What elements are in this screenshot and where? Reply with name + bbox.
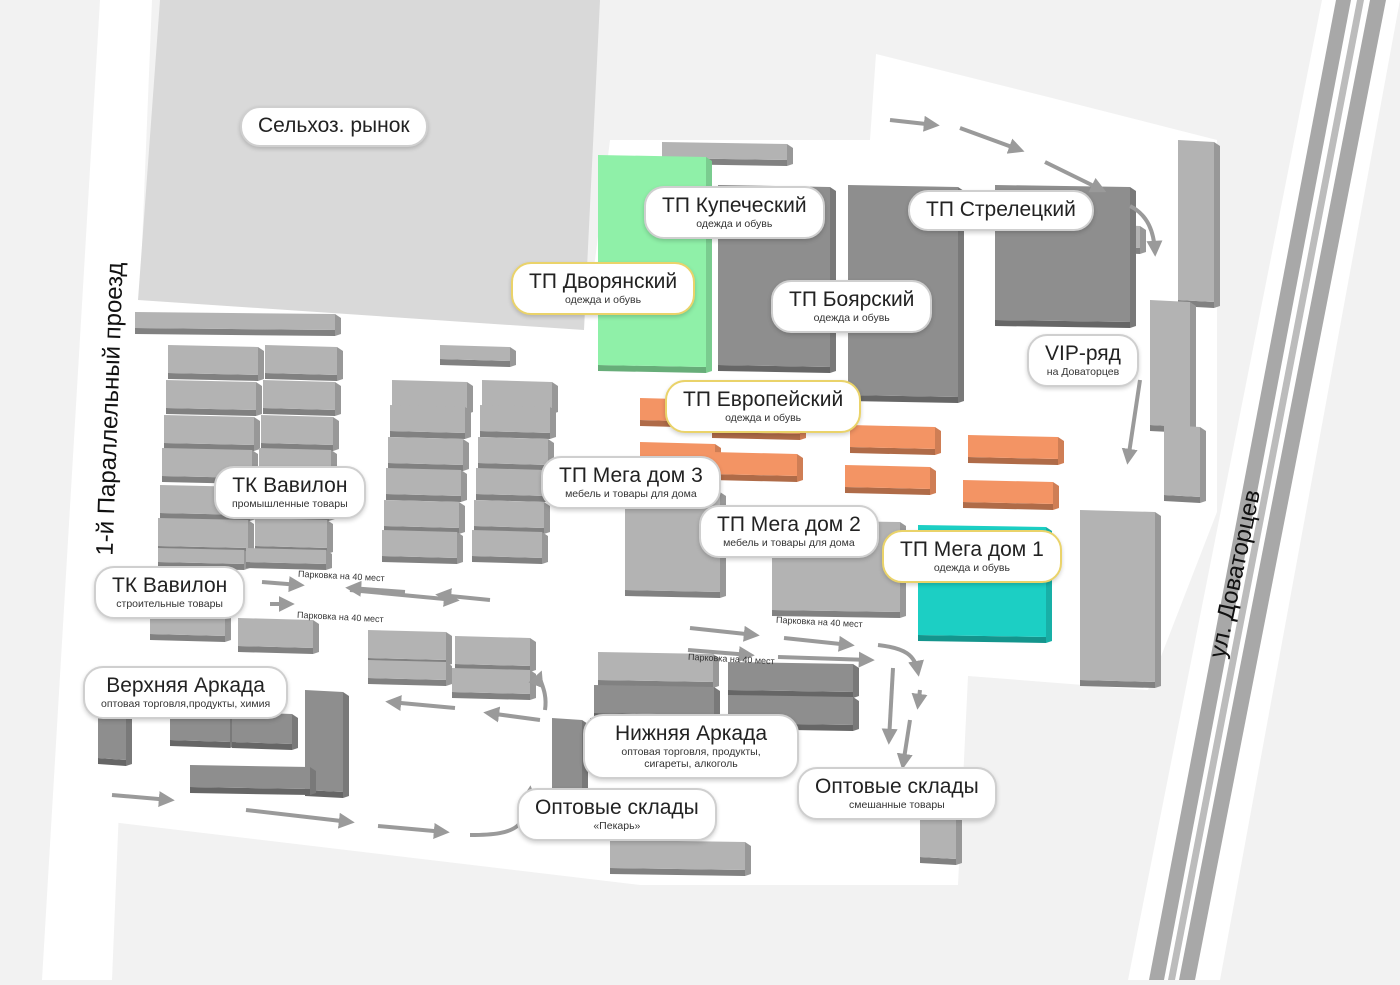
tp-evropeyskiy-row bbox=[963, 480, 1059, 510]
verkhnyaya-arkada bbox=[232, 712, 298, 750]
pavilion bbox=[474, 500, 550, 534]
building bbox=[440, 345, 516, 367]
label-tk-vavilon-prom[interactable]: ТК Вавилон промышленные товары bbox=[214, 466, 366, 519]
pavilion bbox=[263, 380, 341, 416]
label-subtitle: одежда и обувь bbox=[813, 312, 890, 324]
pavilion bbox=[480, 405, 556, 439]
label-subtitle: на Доваторцев bbox=[1046, 366, 1120, 378]
label-subtitle: оптовая торговля, продукты, сигареты, ал… bbox=[621, 746, 761, 770]
label-optovye-sklady-pekar[interactable]: Оптовые склады «Пекарь» bbox=[517, 788, 717, 841]
pavilion bbox=[476, 468, 552, 502]
label-subtitle: «Пекарь» bbox=[593, 820, 641, 832]
label-optovye-sklady-mixed[interactable]: Оптовые склады смешанные товары bbox=[797, 767, 997, 820]
label-tp-streletskiy[interactable]: ТП Стрелецкий bbox=[908, 190, 1094, 231]
tp-mega-dom-3 bbox=[625, 490, 726, 598]
label-title: Оптовые склады bbox=[815, 775, 979, 798]
pavilion bbox=[168, 345, 264, 381]
tp-evropeyskiy-row bbox=[712, 452, 803, 482]
pavilion bbox=[265, 345, 343, 381]
label-tp-boyarskiy[interactable]: ТП Боярский одежда и обувь bbox=[771, 280, 933, 333]
pavilion bbox=[388, 437, 469, 471]
pavilion bbox=[166, 380, 262, 416]
label-title: ТП Европейский bbox=[683, 388, 844, 411]
label-title: ТП Стрелецкий bbox=[926, 198, 1076, 221]
label-title: Оптовые склады bbox=[535, 796, 699, 819]
label-subtitle: одежда и обувь bbox=[933, 562, 1010, 574]
label-title: VIP-ряд bbox=[1045, 342, 1121, 365]
label-vip-ryad[interactable]: VIP-ряд на Доваторцев bbox=[1027, 334, 1139, 387]
label-subtitle: промышленные товары bbox=[232, 498, 348, 510]
building bbox=[135, 312, 341, 336]
pavilion bbox=[246, 548, 332, 570]
label-subtitle: одежда и обувь bbox=[565, 294, 642, 306]
label-subtitle: одежда и обувь bbox=[696, 218, 773, 230]
label-title: ТП Мега дом 2 bbox=[717, 513, 861, 536]
traffic-arrows bbox=[111, 115, 1163, 839]
pavilion bbox=[261, 415, 339, 451]
label-title: Нижняя Аркада bbox=[614, 722, 768, 745]
building bbox=[1150, 300, 1196, 433]
tp-evropeyskiy-row bbox=[850, 425, 941, 455]
pavilion bbox=[455, 636, 536, 672]
label-tp-mega-dom-3[interactable]: ТП Мега дом 3 мебель и товары для дома bbox=[541, 456, 721, 509]
building bbox=[1178, 140, 1220, 308]
label-tp-mega-dom-2[interactable]: ТП Мега дом 2 мебель и товары для дома bbox=[699, 505, 879, 558]
verkhnyaya-arkada bbox=[190, 765, 316, 795]
label-verkhnyaya-arkada[interactable]: Верхняя Аркада оптовая торговля,продукты… bbox=[83, 666, 289, 719]
pavilion bbox=[452, 668, 536, 700]
label-title: ТК Вавилон bbox=[232, 474, 348, 497]
label-tp-mega-dom-1[interactable]: ТП Мега дом 1 одежда и обувь bbox=[882, 530, 1062, 583]
label-title: ТП Боярский bbox=[789, 288, 915, 311]
pavilion bbox=[384, 500, 465, 534]
label-title: ТП Дворянский bbox=[529, 270, 678, 293]
pavilion bbox=[164, 415, 260, 451]
optovye-sklady-pekar bbox=[610, 840, 751, 876]
label-tp-kupecheskiy[interactable]: ТП Купеческий одежда и обувь bbox=[644, 186, 825, 239]
label-title: ТК Вавилон bbox=[112, 574, 228, 597]
building bbox=[1164, 425, 1206, 503]
label-title: ТП Мега дом 3 bbox=[559, 464, 703, 487]
label-tk-vavilon-stroy[interactable]: ТК Вавилон строительные товары bbox=[94, 566, 246, 619]
label-subtitle: строительные товары bbox=[116, 598, 223, 610]
label-title: Верхняя Аркада bbox=[106, 674, 265, 697]
label-selkhoz-rynok[interactable]: Сельхоз. рынок bbox=[240, 106, 428, 147]
selkhoz-area bbox=[138, 0, 600, 330]
label-title: ТП Купеческий bbox=[662, 194, 807, 217]
tp-evropeyskiy-row bbox=[845, 465, 936, 495]
label-title: Сельхоз. рынок bbox=[258, 114, 410, 137]
label-tp-dvoryanskiy[interactable]: ТП Дворянский одежда и обувь bbox=[511, 262, 696, 315]
label-tp-evropeyskiy[interactable]: ТП Европейский одежда и обувь bbox=[665, 380, 862, 433]
label-subtitle: одежда и обувь bbox=[725, 412, 802, 424]
pavilion bbox=[472, 530, 548, 564]
pavilion bbox=[390, 405, 471, 439]
pavilion bbox=[386, 468, 467, 502]
building bbox=[662, 142, 793, 166]
label-subtitle: мебель и товары для дома bbox=[565, 488, 697, 500]
label-subtitle: смешанные товары bbox=[849, 799, 945, 811]
pavilion bbox=[238, 618, 319, 654]
east-road bbox=[1128, 0, 1400, 980]
label-subtitle: оптовая торговля,продукты, химия bbox=[101, 698, 271, 710]
tp-evropeyskiy-row bbox=[968, 435, 1064, 465]
label-nizhnyaya-arkada[interactable]: Нижняя Аркада оптовая торговля, продукты… bbox=[583, 714, 799, 779]
label-subtitle: мебель и товары для дома bbox=[723, 537, 855, 549]
label-title: ТП Мега дом 1 bbox=[900, 538, 1044, 561]
pavilion bbox=[382, 530, 463, 564]
pavilion bbox=[368, 660, 452, 686]
nizhnyaya-arkada bbox=[728, 662, 859, 698]
building-warehouse bbox=[1080, 510, 1161, 688]
